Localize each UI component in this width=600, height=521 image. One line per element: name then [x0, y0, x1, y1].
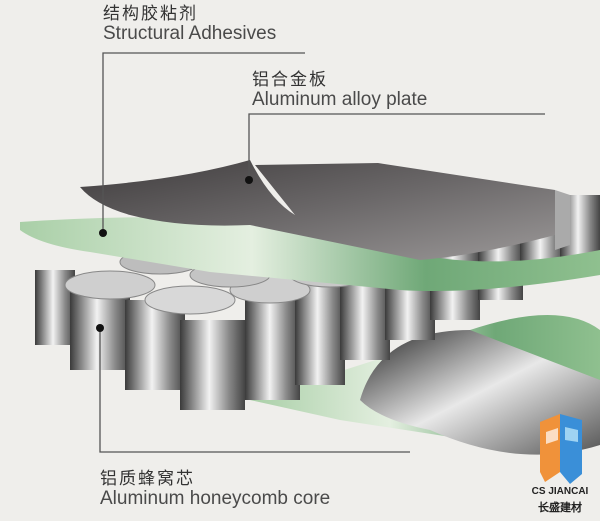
plate-label: 铝合金板 Aluminum alloy plate: [252, 71, 427, 111]
adhesive-marker: [99, 229, 107, 237]
leader-lines: [99, 52, 545, 453]
logo-icon: [540, 414, 582, 484]
core-label-en: Aluminum honeycomb core: [100, 487, 331, 509]
plate-label-zh: 铝合金板: [252, 70, 328, 90]
core-marker: [96, 324, 104, 332]
logo-name: CS JIANCAI: [531, 486, 589, 497]
aluminum-plate: [80, 160, 555, 260]
honeycomb-core: [35, 195, 600, 410]
cs-jiancai-logo: CS JIANCAI 长盛建材: [520, 412, 600, 521]
adhesive-label-zh: 结构胶粘剂: [103, 4, 198, 24]
plate-marker: [245, 176, 253, 184]
plate-label-en: Aluminum alloy plate: [252, 88, 428, 110]
logo-zh: 长盛建材: [538, 501, 582, 514]
core-label: 铝质蜂窝芯 Aluminum honeycomb core: [100, 470, 330, 510]
adhesive-layer: [20, 217, 600, 291]
adhesive-label-en: Structural Adhesives: [103, 22, 277, 44]
core-label-zh: 铝质蜂窝芯: [100, 469, 195, 489]
adhesive-label: 结构胶粘剂 Structural Adhesives: [103, 5, 276, 45]
